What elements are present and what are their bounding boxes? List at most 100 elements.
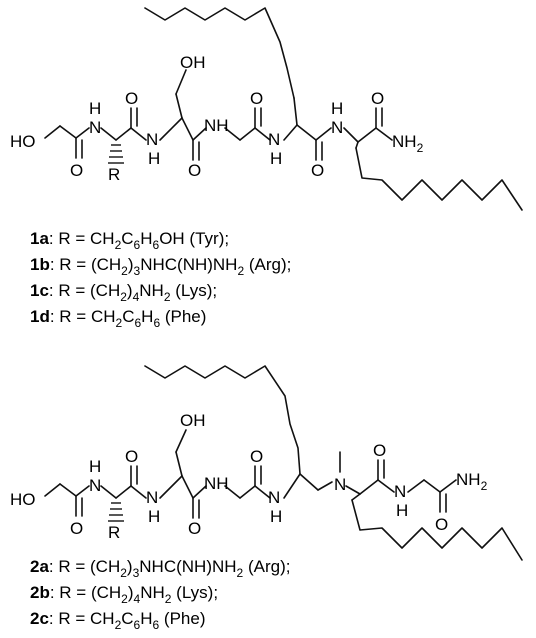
- co4-n4-bond: [254, 127, 271, 141]
- ca-co2-bond: [115, 127, 132, 141]
- atom-o: O: [373, 441, 386, 460]
- atom-n: N: [146, 130, 158, 149]
- structure-1: OH HO H N O R O N H O NH O N H O H N O N…: [10, 7, 523, 211]
- serine-oh-bond: [175, 69, 187, 95]
- co4-n4-bond: [254, 485, 271, 499]
- n3-ch2-bond: [224, 485, 241, 499]
- co-nh-bond: [377, 479, 395, 493]
- glycolyl-c-bond: [59, 483, 77, 497]
- legend-1: 1a: R = CH2C6H6OH (Tyr); 1b: R = (CH2)3N…: [30, 229, 291, 330]
- n2-ser-bond: [159, 475, 183, 499]
- lower-alkyl-chain: [351, 499, 523, 561]
- atom-o: O: [435, 515, 448, 534]
- gly-co-bond: [239, 485, 256, 499]
- atom-n: N: [146, 488, 158, 507]
- atom-h: H: [270, 149, 282, 168]
- atom-r: R: [108, 165, 120, 184]
- atom-o: O: [371, 89, 384, 108]
- ch-amide-bond: [357, 127, 377, 143]
- atom-o: O: [125, 447, 138, 466]
- ch-co-bond: [359, 479, 379, 495]
- serine-cb-bond: [175, 451, 183, 477]
- atom-oh: OH: [180, 411, 206, 430]
- legend-2b: 2b: R = (CH2)4NH2 (Lys);: [30, 583, 218, 606]
- atom-nh: NH: [204, 474, 229, 493]
- atom-ho: HO: [10, 490, 36, 509]
- legend-1b: 1b: R = (CH2)3NHC(NH)NH2 (Arg);: [30, 255, 291, 278]
- atom-h: H: [331, 99, 343, 118]
- atom-o: O: [188, 161, 201, 180]
- ch-lower-chain-bond: [351, 493, 361, 501]
- amide-nh2-bond: [375, 127, 393, 141]
- n1-ca-bond: [100, 127, 117, 141]
- stereo-hash-bond: [108, 502, 124, 522]
- atom-n: N: [89, 476, 101, 495]
- nme-ch-bond: [345, 485, 361, 495]
- stereo-hash-bond: [108, 144, 124, 164]
- legend-1c: 1c: R = (CH2)4NH2 (Lys);: [30, 281, 217, 304]
- upper-alkyl-chain: [144, 365, 301, 475]
- ser-co-bond: [181, 117, 194, 141]
- atom-h: H: [396, 501, 408, 520]
- atom-n: N: [89, 118, 101, 137]
- n1-ca-bond: [100, 485, 117, 499]
- atom-h: H: [148, 507, 160, 526]
- ch-lower-chain-bond: [355, 141, 359, 149]
- atom-nh: NH: [204, 116, 229, 135]
- co2-n2-bond: [130, 485, 147, 499]
- nh-ch2-bond: [407, 479, 425, 493]
- atom-n-methyl: N: [334, 475, 346, 494]
- c-n1-bond: [75, 127, 90, 139]
- atom-n: N: [268, 130, 280, 149]
- atom-h: H: [89, 99, 101, 118]
- atom-r: R: [108, 523, 120, 542]
- atom-ho: HO: [10, 132, 36, 151]
- serine-oh-bond: [175, 429, 187, 453]
- atom-nh2: NH2: [456, 470, 488, 493]
- n4-ch-bond: [283, 473, 301, 499]
- gly-co-bond: [239, 127, 256, 141]
- ho-ch2-bond: [44, 483, 61, 497]
- c-n1-bond: [75, 485, 90, 497]
- atom-n: N: [394, 482, 406, 501]
- atom-o: O: [125, 89, 138, 108]
- ch-ch2-bond: [299, 473, 319, 491]
- atom-o: O: [70, 519, 83, 538]
- atom-o: O: [250, 447, 263, 466]
- legend-2a: 2a: R = (CH2)3NHC(NH)NH2 (Arg);: [30, 557, 290, 580]
- atom-o: O: [250, 89, 263, 108]
- co2-n2-bond: [130, 127, 147, 141]
- upper-alkyl-chain: [144, 7, 295, 99]
- serine-cb-bond: [175, 93, 183, 119]
- structure-2: OH HO H N O R O N H O NH O N H N O N H O…: [10, 365, 523, 561]
- atom-h: H: [148, 149, 160, 168]
- lower-alkyl-chain: [355, 147, 523, 211]
- ho-ch2-bond: [44, 125, 61, 139]
- n2-ser-bond: [159, 117, 183, 141]
- n4-ch-bond: [283, 124, 298, 141]
- glycolyl-c-bond: [59, 125, 77, 139]
- atom-oh: OH: [180, 53, 206, 72]
- co5-n5-bond: [315, 127, 332, 141]
- atom-n: N: [331, 118, 343, 137]
- co-nh2-bond: [439, 479, 457, 493]
- n3-ch2-bond: [224, 127, 241, 141]
- atom-h: H: [89, 457, 101, 476]
- atom-nh2: NH2: [392, 132, 424, 155]
- ch-chain-bond: [293, 97, 298, 126]
- ch2-nme-bond: [317, 481, 333, 491]
- legend-1a: 1a: R = CH2C6H6OH (Tyr);: [30, 229, 229, 252]
- ca-co2-bond: [115, 485, 132, 499]
- ch-co5-bond: [296, 124, 317, 141]
- atom-o: O: [311, 161, 324, 180]
- atom-o: O: [70, 161, 83, 180]
- atom-o: O: [188, 519, 201, 538]
- atom-n: N: [268, 488, 280, 507]
- ser-co-bond: [181, 475, 194, 499]
- legend-2c: 2c: R = CH2C6H6 (Phe): [30, 609, 206, 632]
- co3-n3-bond: [192, 485, 207, 499]
- ch2-co-bond: [423, 479, 441, 493]
- n5-ch-bond: [343, 127, 359, 143]
